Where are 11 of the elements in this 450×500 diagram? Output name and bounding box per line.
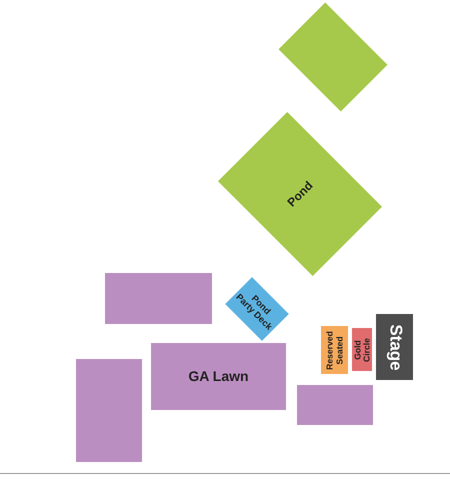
section-block	[297, 385, 373, 425]
section-label: GA Lawn	[188, 368, 249, 384]
stage-block	[376, 314, 413, 380]
section-block	[105, 273, 212, 324]
stage-label: Stage	[385, 324, 404, 370]
seating-section	[352, 328, 372, 371]
section-label: Reserved Seated	[325, 330, 344, 372]
seating-section	[321, 326, 348, 374]
section-label: Gold Circle	[352, 336, 372, 364]
lawn-section	[151, 343, 286, 410]
section-block	[76, 359, 142, 462]
